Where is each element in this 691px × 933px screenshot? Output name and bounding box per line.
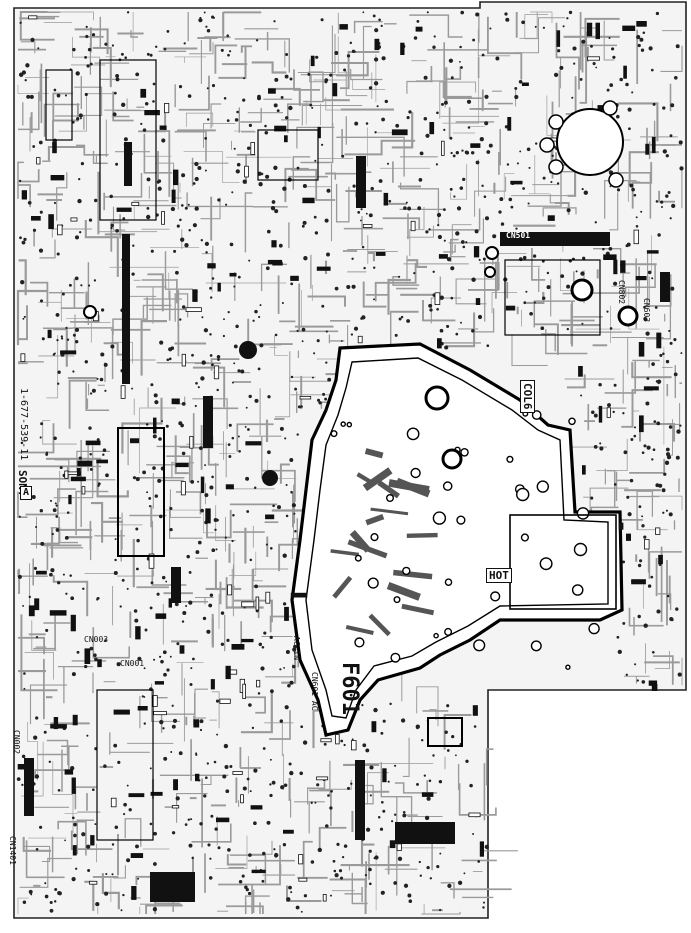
heatsink xyxy=(427,717,463,747)
electrolytic-capacitor xyxy=(570,278,594,302)
ic-outline xyxy=(257,129,319,181)
board-part-number: 1-677-539-11 xyxy=(18,388,29,461)
fuse-label: F601 xyxy=(337,662,362,715)
electrolytic-capacitor xyxy=(617,305,639,327)
connector-strip xyxy=(500,232,610,246)
components xyxy=(17,15,663,902)
hot-zone-outline xyxy=(290,342,624,737)
electrolytic-capacitor xyxy=(484,266,496,278)
ic-outline xyxy=(45,69,73,141)
ic-outline xyxy=(99,59,157,221)
ac-in-label: AC IN xyxy=(292,636,301,661)
ic-outline xyxy=(117,427,165,557)
ic-outline xyxy=(504,259,601,336)
connector-label-cn1401: CN1401 xyxy=(8,836,17,865)
connector-label-cn002: CN002 xyxy=(12,730,21,755)
hot-zone-copper xyxy=(330,410,600,670)
ic-strip xyxy=(124,142,132,186)
transformer-pin xyxy=(602,100,618,116)
electrolytic-capacitor xyxy=(441,448,463,470)
transformer-pin xyxy=(548,114,564,130)
transformer-pin xyxy=(608,172,624,188)
ic-strip xyxy=(355,760,365,840)
electrolytic-capacitor xyxy=(485,246,499,260)
ic-strip xyxy=(122,234,130,384)
electrolytic-capacitor xyxy=(424,385,450,411)
ic-outline xyxy=(96,689,154,841)
ic-strip xyxy=(203,396,213,448)
hot-zone-label: HOT xyxy=(486,568,512,583)
electrolytic-capacitor xyxy=(83,305,97,319)
electrolytic-capacitor xyxy=(239,341,257,359)
connector-label-cn601: CN601 AC xyxy=(310,672,319,711)
connector-label-cn501: CN501 xyxy=(506,231,531,240)
transformer-pin xyxy=(539,137,555,153)
ic-strip xyxy=(660,272,670,302)
connector-label-cn802: CN802 xyxy=(617,280,626,305)
connector-label-cn001: CN001 xyxy=(120,659,145,668)
flyback-transformer xyxy=(556,108,624,176)
connector-strip xyxy=(395,822,455,844)
connector-label-cn003: CN003 xyxy=(84,635,109,644)
ic-strip xyxy=(356,156,366,208)
electrolytic-capacitor xyxy=(262,470,278,486)
connector-label-cn603: CN603 xyxy=(642,298,651,323)
connector-strip xyxy=(150,872,195,902)
board-letter: A xyxy=(20,486,33,500)
transformer-pin xyxy=(548,159,564,175)
ic-strip xyxy=(24,758,34,816)
ic-strip xyxy=(171,567,181,603)
solder-pads xyxy=(16,10,684,913)
ic-outline xyxy=(509,514,617,610)
coil-label: COL6 xyxy=(520,380,535,413)
